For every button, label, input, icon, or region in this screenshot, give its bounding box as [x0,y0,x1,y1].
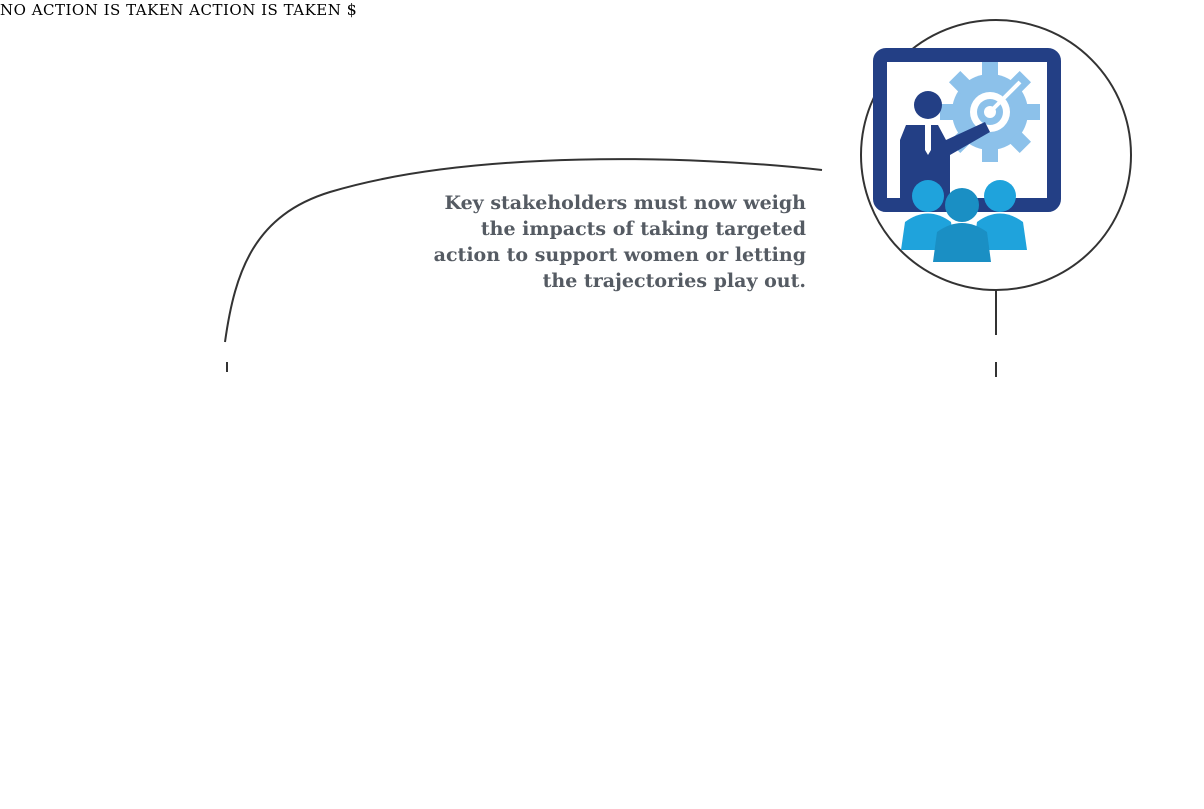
action-label: ACTION IS TAKEN [189,1,342,19]
presentation-scene [860,19,1132,291]
no-action-label: NO ACTION IS TAKEN [0,1,184,19]
action-scene: $ [347,0,357,19]
audience-icon [901,180,1027,262]
connector-curve [224,158,823,343]
caption-line: the impacts of taking targeted [480,218,806,240]
caption-text: Key stakeholders must now weigh the impa… [352,190,806,294]
dollar-growth-icon: $ [346,0,357,19]
caption-line: the trajectories play out. [542,270,806,292]
caption-line: Key stakeholders must now weigh [444,192,806,214]
caption-line: action to support women or letting [433,244,806,266]
